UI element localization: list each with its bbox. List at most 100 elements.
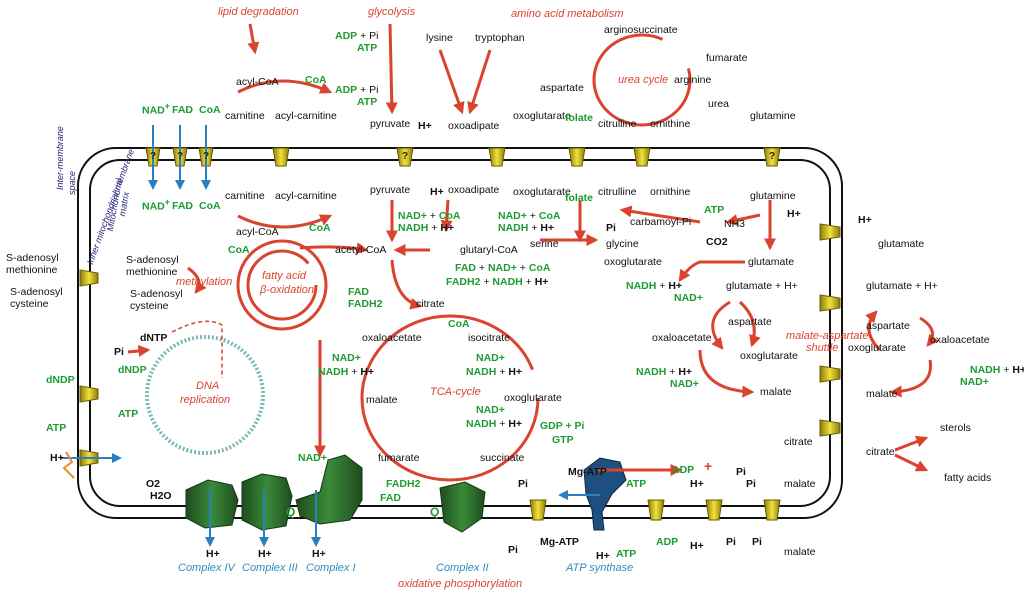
nh3: NH3 (724, 218, 746, 230)
pi-glycine: Pi (606, 222, 616, 234)
fatty-acid-spiral-outer (236, 239, 328, 331)
transporter-carnitine (272, 147, 290, 167)
pathway-replication: replication (180, 394, 231, 406)
qmark-3: ? (202, 151, 210, 162)
q-2: Q (430, 505, 440, 519)
mg-atp-bottom: Mg-ATP (540, 536, 579, 548)
nadh-oxo: NADH + H+ (498, 222, 555, 234)
fadh2-beta: FADH2 (348, 298, 383, 310)
dndp-in: dNDP (118, 364, 147, 376)
urea: urea (708, 98, 730, 110)
fatty-acids: fatty acids (944, 472, 992, 484)
nadh-tca-right: NADH + H+ (466, 366, 523, 378)
adp-pi-2: ADP + Pi (335, 84, 379, 96)
transporter-malate-pi (763, 499, 781, 521)
pi-mg: Pi (518, 478, 528, 490)
malate-shuttle: malate (760, 386, 792, 398)
h-complex-i: H+ (312, 548, 326, 560)
h-pi-bottom: H+ (690, 540, 704, 552)
oxoglutarate-matrix: oxoglutarate (604, 256, 662, 268)
fad-nad-coa: FAD + NAD+ + CoA (455, 262, 551, 274)
gdp-pi: GDP + Pi (540, 420, 585, 432)
sterols: sterols (940, 422, 971, 434)
transporter-folate (568, 147, 586, 167)
nadh-tca-left: NADH + H+ (318, 366, 375, 378)
oxoglutarate-outer: oxoglutarate (848, 342, 906, 354)
nadh-shuttle: NADH + H+ (636, 366, 693, 378)
pi-malate-bottom: Pi (752, 536, 762, 548)
carnitine-inner: carnitine (225, 190, 265, 202)
pathway-lipid-degradation: lipid degradation (218, 6, 299, 18)
oxoadipate-inner: oxoadipate (448, 184, 500, 196)
qmark-2: ? (176, 151, 184, 162)
malate-bottom: malate (784, 546, 816, 558)
pi-bottom: Pi (726, 536, 736, 548)
glutamate-out: glutamate (878, 238, 925, 250)
aspartate-outer: aspartate (866, 320, 910, 332)
transporter-glutamate-h (819, 294, 841, 312)
adp-bottom: ADP (656, 536, 679, 548)
lysine: lysine (426, 32, 453, 44)
ornithine-inner: ornithine (650, 186, 691, 198)
h-leak: H+ (50, 452, 64, 464)
folate-top: folate (565, 112, 594, 124)
co2: CO2 (706, 236, 728, 248)
coa-inner-2: CoA (309, 222, 331, 234)
urea-cycle-ring (592, 33, 692, 127)
transporter-adp-atp (647, 499, 665, 521)
complex-iii: Complex III (242, 562, 298, 574)
nad-coa-oxo: NAD+ + CoA (498, 210, 561, 222)
fad-inner: FAD (172, 200, 193, 212)
atp-synthase-out: ATP (626, 478, 647, 490)
dntp: dNTP (140, 332, 168, 344)
pathway-urea-cycle: urea cycle (618, 74, 669, 86)
coa-beta: CoA (228, 244, 250, 256)
adp-top: ADP (672, 464, 695, 476)
acyl-coa-top: acyl-CoA (236, 76, 279, 88)
q-1: Q (286, 505, 296, 519)
mtdna-circle (145, 335, 265, 455)
h-complex-iv: H+ (206, 548, 220, 560)
ornithine-top: ornithine (650, 118, 691, 130)
transporter-sam (79, 269, 99, 287)
tca-cycle-ring (360, 314, 540, 482)
oxaloacetate-outer: oxaloacetate (930, 334, 990, 346)
pyruvate-inner: pyruvate (370, 184, 411, 196)
atp-synthase: ATP synthase (566, 562, 634, 574)
glycine: glycine (606, 238, 639, 250)
aspartate-urea: aspartate (540, 82, 584, 94)
nad-tca-right: NAD+ (476, 352, 505, 364)
atp-carbamoyl: ATP (704, 204, 725, 216)
fadh2-tca: FADH2 (386, 478, 421, 490)
pathway-tca: TCA-cycle (430, 386, 481, 398)
complex-iv: Complex IV (178, 562, 235, 574)
glutamate-h-outer: glutamate + H+ (866, 280, 938, 292)
label-inter-membrane: Inter-membrane (55, 126, 65, 190)
transporter-citrate (819, 419, 841, 437)
transporter-glutamate (819, 223, 841, 241)
h-complex-iii: H+ (258, 548, 272, 560)
nad-inner: NAD+ (142, 197, 170, 213)
aspartate-inner: aspartate (728, 316, 772, 328)
glutamate-h-inner: glutamate + H+ (726, 280, 798, 292)
complex-iii-shape (241, 473, 293, 531)
atp-1: ATP (357, 42, 378, 54)
nad-outer: NAD+ (960, 376, 989, 388)
transporter-pi-h (705, 499, 723, 521)
oxaloacetate-tca: oxaloacetate (362, 332, 422, 344)
citrate-outer: citrate (866, 446, 895, 458)
h-atp-synthase: H+ (596, 550, 610, 562)
acyl-carnitine-top: acyl-carnitine (275, 110, 337, 122)
pathway-malate-aspartate: malate-aspartate (786, 330, 869, 342)
pi-mg-bottom: Pi (508, 544, 518, 556)
atp-dna: ATP (118, 408, 139, 420)
o2: O2 (146, 478, 161, 490)
pathway-beta-oxidation: β-oxidation (260, 284, 314, 296)
isocitrate-tca: isocitrate (468, 332, 511, 344)
nadh-outer: NADH + H+ (970, 364, 1024, 376)
atp-bottom: ATP (616, 548, 637, 560)
